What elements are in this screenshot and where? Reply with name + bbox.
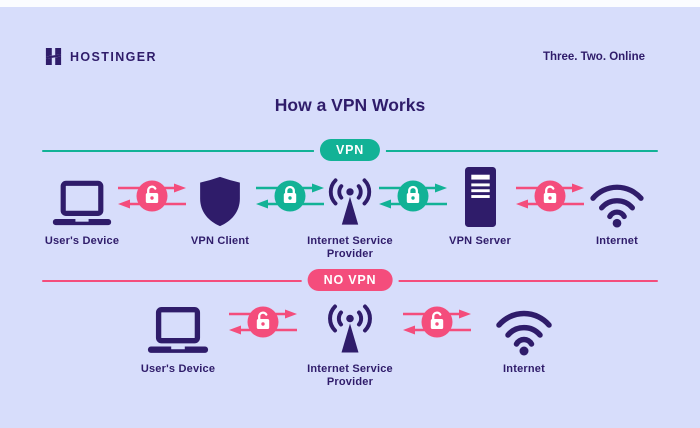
wifi-icon [495, 294, 553, 356]
broadcast-antenna-icon [323, 166, 377, 228]
no-vpn-badge-label: NO VPN [307, 269, 393, 291]
open-lock-arrows-icon [514, 173, 586, 219]
wifi-icon [589, 166, 645, 228]
node-label: User's Device [44, 235, 120, 247]
server-icon [464, 166, 497, 228]
node-label: Internet [503, 363, 545, 375]
hostinger-logo: HOSTINGER [44, 47, 157, 66]
node-label: VPN Client [190, 235, 250, 247]
vpn-node-users-device: User's Device [22, 166, 142, 248]
top-strip [0, 0, 700, 7]
node-label: Internet [596, 235, 638, 247]
vpn-node-vpn-server: VPN Server [420, 166, 540, 248]
closed-lock-arrows-icon [254, 173, 326, 219]
page-title: How a VPN Works [274, 95, 426, 115]
no-vpn-node-internet: Internet [464, 294, 584, 376]
tagline: Three. Two. Online [542, 51, 645, 63]
no-vpn-node-users-device: User's Device [118, 294, 238, 376]
brand-name: HOSTINGER [70, 49, 157, 64]
broadcast-antenna-icon [322, 294, 378, 356]
hostinger-logo-icon [45, 47, 62, 66]
open-lock-arrows-icon [227, 299, 299, 345]
no-vpn-badge: NO VPN [301, 269, 399, 291]
laptop-icon [51, 166, 113, 228]
node-label: User's Device [140, 363, 216, 375]
node-label: Internet Service Provider [307, 363, 393, 388]
open-lock-arrows-icon [401, 299, 473, 345]
laptop-icon [146, 294, 210, 356]
no-vpn-node-isp: Internet Service Provider [290, 294, 410, 388]
node-label: Internet Service Provider [307, 235, 393, 260]
shield-icon [197, 166, 243, 228]
vpn-badge-label: VPN [319, 139, 381, 161]
vpn-node-vpn-client: VPN Client [160, 166, 280, 248]
open-lock-arrows-icon [116, 173, 188, 219]
vpn-node-isp: Internet Service Provider [290, 166, 410, 260]
node-label: VPN Server [449, 235, 511, 247]
closed-lock-arrows-icon [377, 173, 449, 219]
vpn-badge: VPN [313, 139, 387, 161]
vpn-node-internet: Internet [557, 166, 677, 248]
